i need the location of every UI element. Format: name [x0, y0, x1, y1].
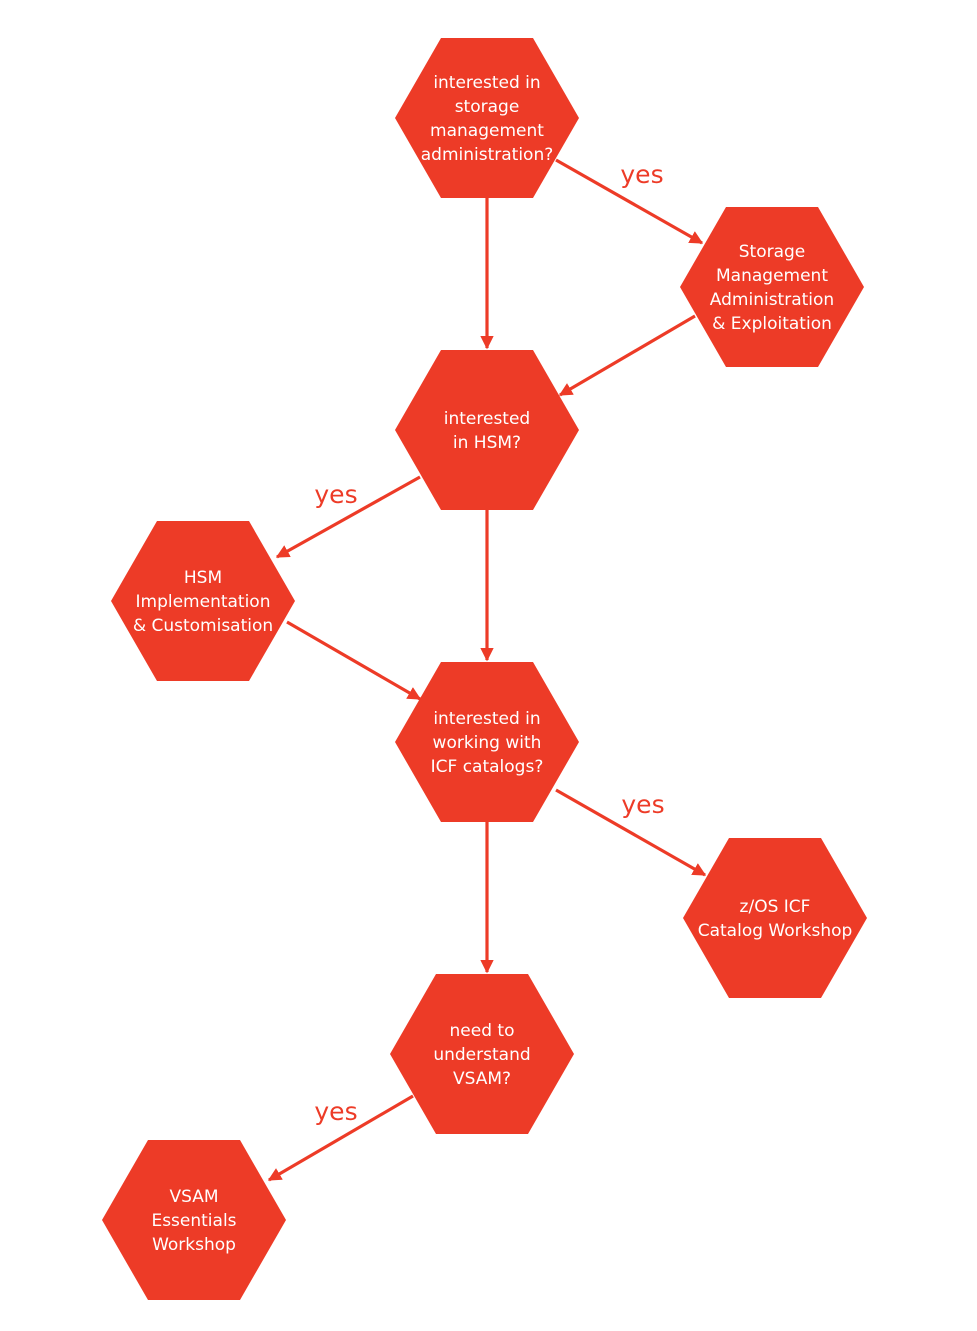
edge-labels-layer: yes yes yes yes: [314, 160, 664, 1126]
nodes-layer: interested in storage management administra…: [102, 38, 867, 1300]
node-text-line: administration?: [421, 145, 554, 165]
arrow-hsm_course-to-q_icf: [286, 620, 422, 701]
node-text-line: Administration: [710, 290, 834, 310]
node-text-line: understand: [433, 1045, 530, 1065]
node-text-line: Catalog Workshop: [698, 921, 853, 941]
node-hsm-course: HSM Implementation & Customisation: [111, 521, 295, 681]
edge-label-q_vsam-to-vsam_course: yes: [314, 1097, 357, 1126]
edge-label-q_storage-to-storage_course: yes: [620, 160, 663, 189]
node-text-line: working with: [433, 733, 542, 753]
node-text-line: VSAM: [169, 1187, 218, 1207]
arrow-q_vsam-to-vsam_course: [267, 1094, 414, 1182]
node-text-line: interested: [444, 409, 530, 429]
node-text-line: & Customisation: [133, 616, 273, 636]
node-text-line: Essentials: [151, 1211, 236, 1231]
node-icf-course: z/OS ICF Catalog Workshop: [683, 838, 867, 998]
node-text-line: need to: [450, 1021, 515, 1041]
node-text-line: storage: [455, 97, 520, 117]
node-text-line: Workshop: [152, 1235, 236, 1255]
arrow-q_hsm-to-hsm_course: [275, 475, 421, 559]
arrows-layer: [267, 158, 707, 1182]
edge-label-q_hsm-to-hsm_course: yes: [314, 480, 357, 509]
node-text-line: HSM: [184, 568, 222, 588]
node-text-line: management: [430, 121, 544, 141]
course-hexagon: [683, 838, 867, 998]
node-q-storage: interested in storage management administra…: [395, 38, 579, 198]
course-hexagon: [680, 207, 864, 367]
node-text-line: Management: [716, 266, 828, 286]
node-text-line: in HSM?: [453, 433, 521, 453]
arrow-storage_course-to-q_hsm: [558, 314, 696, 397]
node-text-line: VSAM?: [453, 1069, 511, 1089]
node-q-hsm: interested in HSM?: [395, 350, 579, 510]
node-text-line: interested in: [433, 709, 540, 729]
arrow-q_storage-to-storage_course: [555, 158, 704, 245]
node-text-line: interested in: [433, 73, 540, 93]
decision-hexagon: [395, 662, 579, 822]
node-text-line: ICF catalogs?: [431, 757, 544, 777]
node-text-line: Storage: [739, 242, 806, 262]
node-text-line: z/OS ICF: [740, 897, 811, 917]
node-text-line: Implementation: [136, 592, 271, 612]
arrow-q_icf-to-icf_course: [555, 788, 707, 877]
decision-hexagon: [395, 38, 579, 198]
decision-hexagon: [390, 974, 574, 1134]
node-text-line: & Exploitation: [712, 314, 832, 334]
course-hexagon: [111, 521, 295, 681]
course-hexagon: [102, 1140, 286, 1300]
decision-hexagon: [395, 350, 579, 510]
edge-label-q_icf-to-icf_course: yes: [621, 790, 664, 819]
